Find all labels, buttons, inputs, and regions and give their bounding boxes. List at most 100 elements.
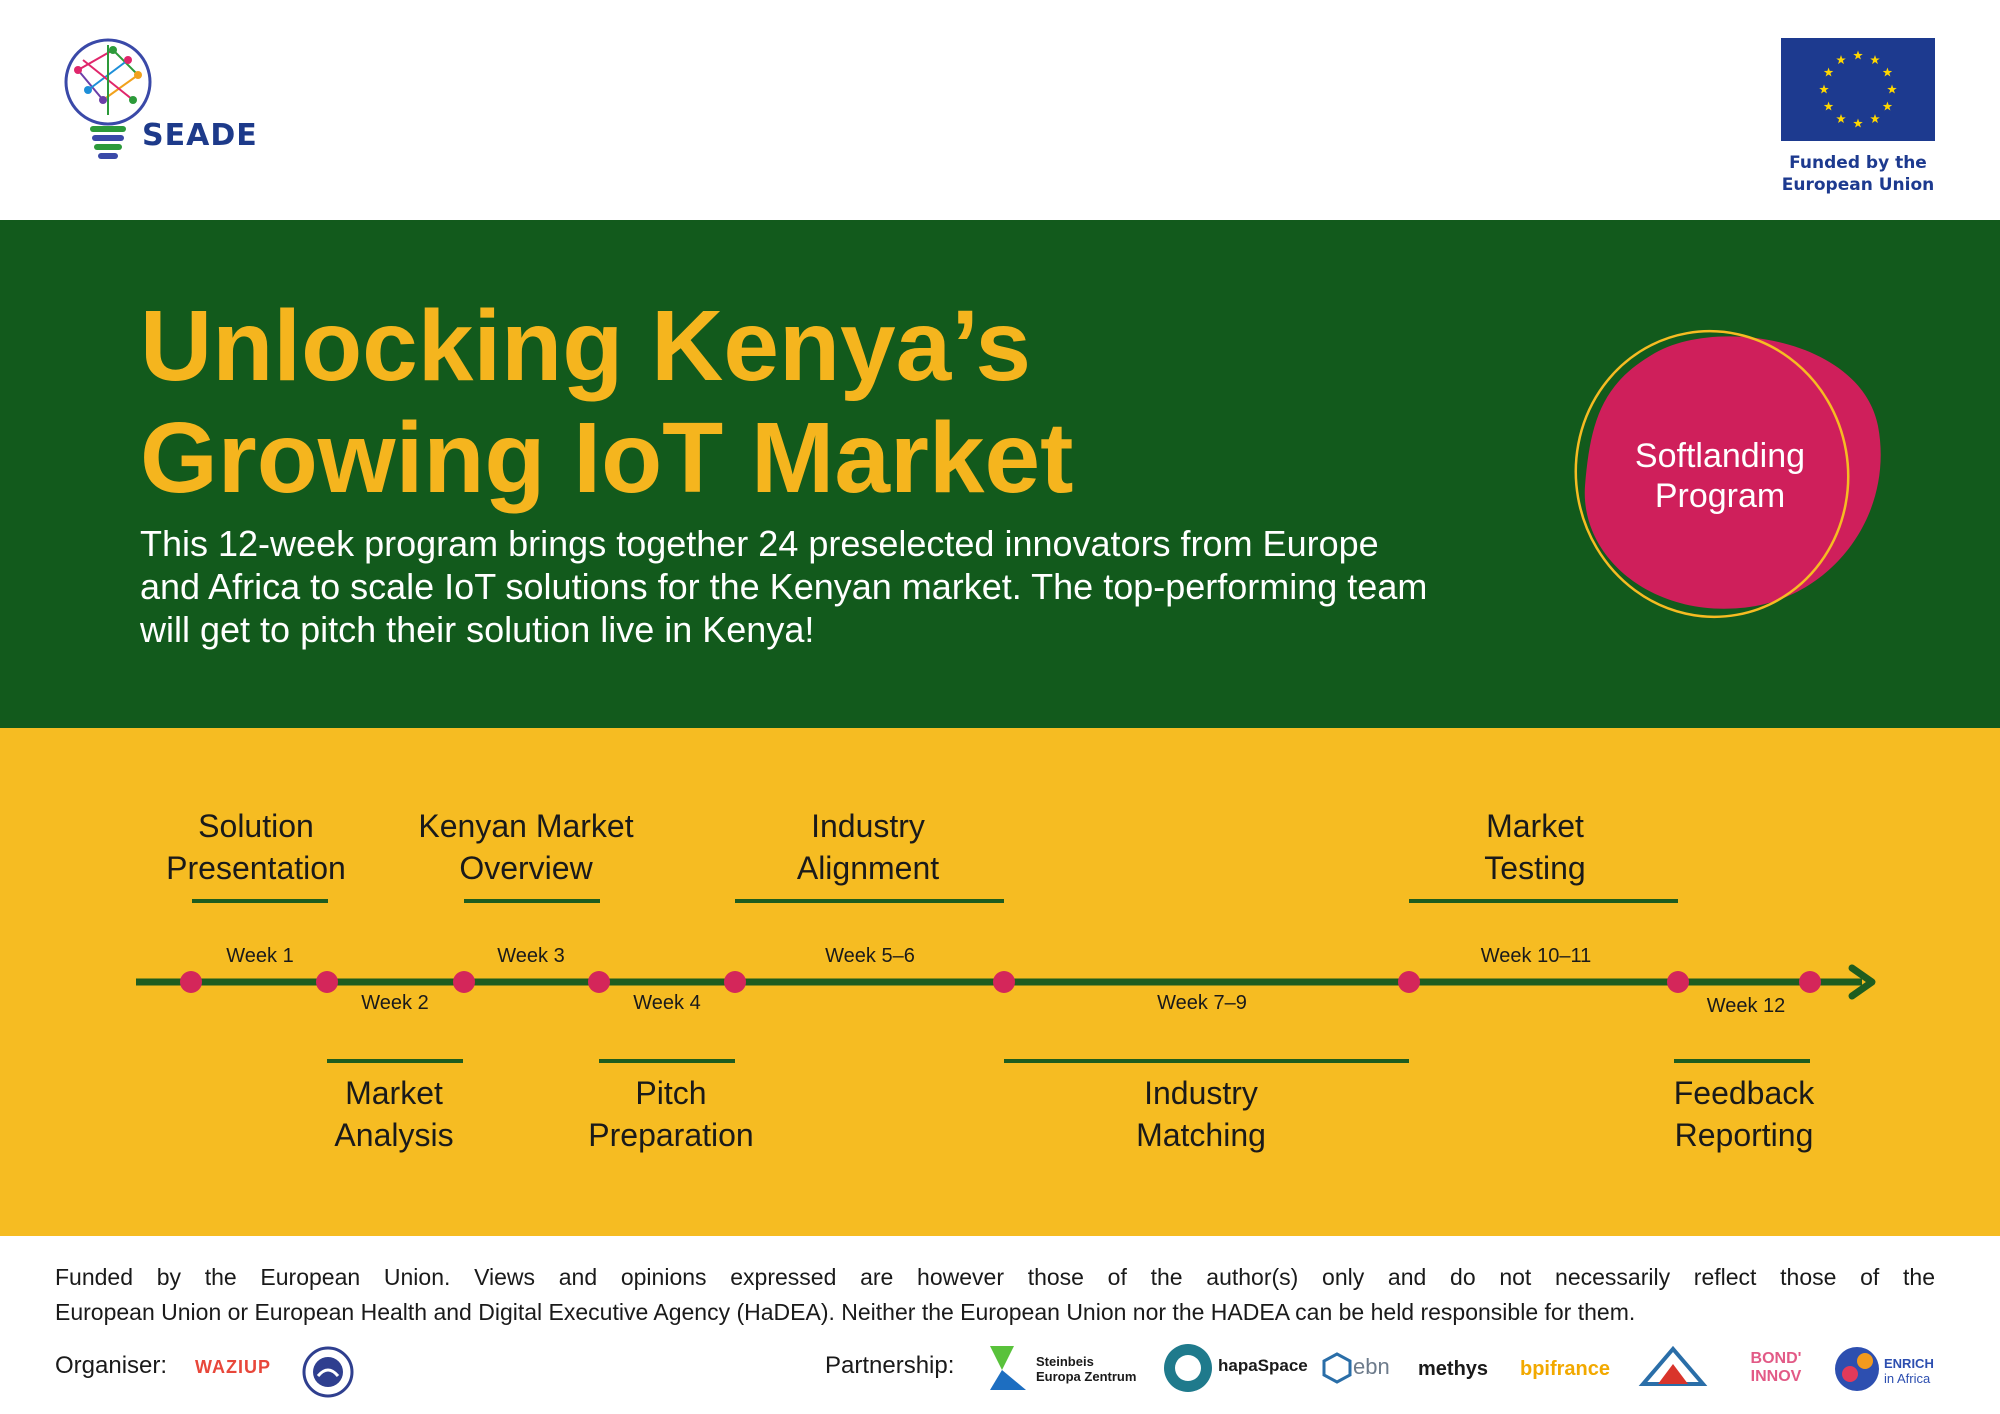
stage-underline	[327, 1059, 463, 1063]
week-label: Week 1	[226, 945, 294, 967]
stage-solution-presentation: Solution Presentation	[126, 805, 386, 889]
stage-line2: Reporting	[1674, 1117, 1814, 1153]
stage-feedback-reporting: Feedback Reporting	[1614, 1072, 1874, 1156]
hapaspace-logo-icon	[1164, 1344, 1212, 1392]
stage-line1: Industry	[811, 808, 925, 844]
eu-caption-line1: Funded by the	[1789, 153, 1927, 173]
timeline-dot	[1398, 971, 1420, 993]
week-label: Week 2	[361, 992, 429, 1014]
hapaspace-logo-text: hapaSpace	[1218, 1356, 1308, 1375]
stage-market-testing: Market Testing	[1405, 805, 1665, 889]
week-label: Week 10–11	[1480, 945, 1592, 967]
stage-market-analysis: Market Analysis	[264, 1072, 524, 1156]
badge-line1: Softlanding	[1634, 437, 1806, 475]
eu-star-icon	[1870, 55, 1880, 65]
eu-star-icon	[1853, 118, 1863, 128]
stage-line2: Testing	[1484, 850, 1586, 886]
partner-line2: in Africa	[1884, 1371, 1931, 1386]
partner-line1: ENRICH	[1884, 1356, 1934, 1371]
eu-star-icon	[1823, 101, 1834, 111]
stage-line2: Preparation	[588, 1117, 754, 1153]
stage-kenyan-market-overview: Kenyan Market Overview	[396, 805, 656, 889]
seade-bulb-logo-icon	[64, 38, 152, 159]
timeline-dot	[316, 971, 338, 993]
stage-line1: Kenyan Market	[418, 808, 634, 844]
eu-caption-line2: European Union	[1781, 175, 1935, 195]
timeline-dot	[588, 971, 610, 993]
badge-label: Softlanding Program	[1600, 436, 1840, 516]
organiser-emblem-icon	[302, 1346, 354, 1398]
timeline-dot	[180, 971, 202, 993]
stage-line1: Feedback	[1673, 1075, 1815, 1111]
steinbeis-logo-icon	[990, 1346, 1026, 1390]
eu-flag-icon	[1781, 38, 1935, 141]
eu-star-icon	[1882, 101, 1893, 111]
stage-line1: Market	[345, 1075, 443, 1111]
partnership-label: Partnership:	[825, 1352, 955, 1379]
stage-underline	[735, 899, 1004, 903]
stage-line1: Solution	[198, 808, 314, 844]
organiser-label: Organiser:	[55, 1352, 168, 1379]
stage-underline	[192, 899, 328, 903]
page-title: Unlocking Kenya’s Growing IoT Market	[140, 290, 1440, 514]
eu-star-icon	[1870, 113, 1880, 123]
stage-line2: Analysis	[334, 1117, 454, 1153]
eu-star-icon	[1819, 84, 1829, 94]
enrich-logo-text: ENRICH in Africa	[1884, 1356, 1934, 1386]
stage-line2: Alignment	[796, 850, 940, 886]
seade-logo-text: SEADE	[142, 118, 258, 153]
bondinnov-logo-text: BOND' INNOV	[1750, 1350, 1802, 1385]
timeline-dot	[1799, 971, 1821, 993]
title-line-2: Growing IoT Market	[140, 402, 1074, 514]
stage-underline	[1004, 1059, 1409, 1063]
bpifrance-logo-text: bpifrance	[1520, 1358, 1611, 1380]
stage-line2: Overview	[459, 850, 593, 886]
eu-star-icon	[1836, 55, 1846, 65]
stage-underline	[599, 1059, 735, 1063]
eu-star-icon	[1836, 113, 1846, 123]
enrich-logo-icon	[1835, 1347, 1879, 1391]
eu-star-icon	[1853, 50, 1863, 60]
week-label: Week 3	[497, 945, 565, 967]
stage-line1: Pitch	[635, 1075, 707, 1111]
ebn-logo-text: ebn	[1353, 1354, 1390, 1379]
stage-line1: Industry	[1144, 1075, 1258, 1111]
ebn-logo-icon	[1322, 1352, 1352, 1384]
week-label: Week 5–6	[825, 945, 915, 967]
stage-line2: Matching	[1136, 1117, 1266, 1153]
badge-line2: Program	[1654, 477, 1786, 515]
timeline-dot	[1667, 971, 1689, 993]
eu-funding-caption: Funded by the European Union	[1760, 152, 1956, 196]
stage-underline	[464, 899, 600, 903]
header	[0, 0, 2000, 220]
timeline-arrow-icon	[1848, 964, 1876, 1000]
eu-star-icon	[1882, 67, 1893, 77]
softlanding-badge	[1574, 329, 1881, 619]
stage-underline	[1409, 899, 1678, 903]
title-line-1: Unlocking Kenya’s	[140, 290, 1031, 402]
disclaimer-line2: European Union or European Health and Di…	[55, 1299, 1636, 1325]
stage-line2: Presentation	[166, 850, 346, 886]
timeline-dot	[453, 971, 475, 993]
program-description: This 12-week program brings together 24 …	[140, 523, 1428, 650]
stage-industry-alignment: Industry Alignment	[738, 805, 998, 889]
methys-logo-text: methys	[1418, 1358, 1489, 1380]
partner-line2: Europa Zentrum	[1036, 1369, 1137, 1384]
waziup-logo: WAZIUP	[195, 1357, 271, 1377]
stage-line1: Market	[1486, 808, 1584, 844]
disclaimer-line1: Funded by the European Union. Views and …	[55, 1264, 1935, 1290]
timeline-dot	[993, 971, 1015, 993]
stage-underline	[1674, 1059, 1810, 1063]
partner-line1: Steinbeis	[1036, 1354, 1094, 1369]
steinbeis-logo-text: Steinbeis Europa Zentrum	[1036, 1354, 1136, 1384]
eu-star-icon	[1823, 67, 1834, 77]
stage-industry-matching: Industry Matching	[1071, 1072, 1331, 1156]
timeline-dot	[724, 971, 746, 993]
week-label: Week 12	[1706, 995, 1786, 1017]
week-label: Week 4	[633, 992, 701, 1014]
tia-logo-icon	[1638, 1345, 1708, 1386]
eu-star-icon	[1887, 84, 1897, 94]
week-label: Week 7–9	[1157, 992, 1247, 1014]
stage-pitch-preparation: Pitch Preparation	[541, 1072, 801, 1156]
